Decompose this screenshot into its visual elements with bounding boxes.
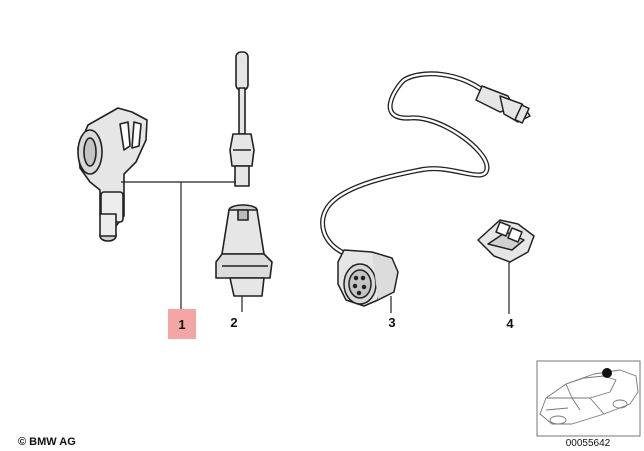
diagram-number: 00055642 [566,438,611,449]
callout-3-label[interactable]: 3 [388,315,395,330]
callout-1-label[interactable]: 1 [178,317,185,332]
callout-1-leaders [121,181,236,310]
part-2-antenna-base[interactable] [215,204,273,297]
antenna-location-dot [602,368,612,378]
part-3-round-plug[interactable] [337,249,399,307]
part-3-antenna-cable[interactable] [320,71,493,257]
part-1-antenna-tool[interactable] [77,107,148,242]
part-4-clip[interactable] [477,219,535,263]
part-3-connector-end[interactable] [475,85,531,124]
vehicle-locator-thumbnail [536,360,641,437]
part-1-antenna-mast[interactable] [229,51,255,187]
callout-4-label[interactable]: 4 [506,316,514,331]
callout-2-label[interactable]: 2 [230,315,237,330]
callout-1-highlight [168,309,196,339]
copyright-brand: © BMW AG [18,436,76,448]
